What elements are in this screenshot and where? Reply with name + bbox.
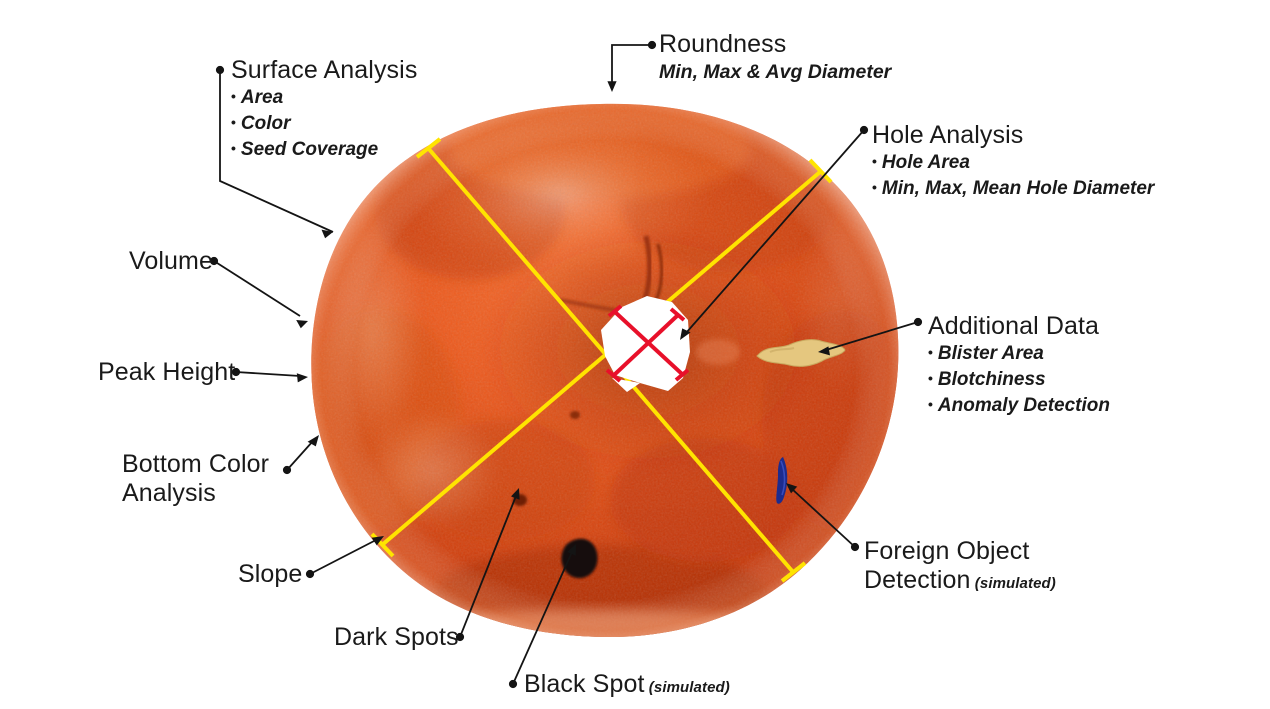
list-item: Area (231, 85, 417, 111)
annotation-heading: Hole Analysis (872, 121, 1024, 149)
annotation-foreign-object-detection: Foreign Object Detection (simulated) (864, 537, 1056, 598)
list-item: Blotchiness (928, 367, 1110, 393)
black-spot-marker (561, 538, 598, 579)
annotation-item-list: Hole Area Min, Max, Mean Hole Diameter (872, 150, 1154, 202)
annotation-roundness: Roundness Min, Max & Avg Diameter (659, 30, 891, 85)
annotation-heading: Peak Height (98, 358, 236, 386)
annotation-peak-height: Peak Height (98, 358, 235, 387)
leader-lines (209, 40, 923, 689)
annotation-heading-text: Detection (864, 566, 971, 594)
annotation-dark-spots: Dark Spots (334, 623, 459, 652)
foreign-object-marker (776, 457, 788, 504)
list-item: Color (231, 111, 417, 137)
list-item: Seed Coverage (231, 137, 417, 163)
annotation-heading: Black Spot (simulated) (524, 670, 730, 702)
annotation-surface-analysis: Surface Analysis Area Color Seed Coverag… (231, 56, 417, 163)
list-item: Blister Area (928, 341, 1110, 367)
annotation-heading: Dark Spots (334, 623, 459, 651)
annotation-bottom-color-analysis: Bottom Color Analysis (122, 450, 269, 508)
annotation-black-spot: Black Spot (simulated) (524, 670, 730, 702)
annotation-heading-line2: Detection (simulated) (864, 566, 1056, 598)
annotation-hole-analysis: Hole Analysis Hole Area Min, Max, Mean H… (872, 121, 1154, 202)
annotation-volume: Volume (129, 247, 213, 276)
annotation-additional-data: Additional Data Blister Area Blotchiness… (928, 312, 1110, 419)
annotation-note: (simulated) (644, 679, 730, 696)
list-item: Anomaly Detection (928, 393, 1110, 419)
annotation-heading-line1: Bottom Color (122, 450, 270, 478)
annotation-heading-line2: Analysis (122, 479, 216, 507)
annotation-heading: Slope (238, 560, 303, 588)
annotation-heading: Roundness (659, 30, 787, 58)
annotation-slope: Slope (238, 560, 302, 589)
annotation-heading: Additional Data (928, 312, 1100, 340)
annotation-heading-line1: Foreign Object (864, 537, 1030, 565)
annotation-heading: Surface Analysis (231, 56, 418, 84)
annotation-note: (simulated) (970, 575, 1056, 592)
annotation-subtitle: Min, Max & Avg Diameter (659, 61, 892, 83)
list-item: Hole Area (872, 150, 1154, 176)
annotation-item-list: Blister Area Blotchiness Anomaly Detecti… (928, 341, 1110, 419)
annotation-item-list: Area Color Seed Coverage (231, 85, 417, 163)
list-item: Min, Max, Mean Hole Diameter (872, 176, 1154, 202)
annotation-heading: Volume (129, 247, 213, 275)
hole-diameter-lines (605, 304, 690, 383)
blister-marker (756, 339, 846, 367)
bagel-body (311, 103, 899, 638)
annotation-heading-text: Black Spot (524, 670, 645, 698)
